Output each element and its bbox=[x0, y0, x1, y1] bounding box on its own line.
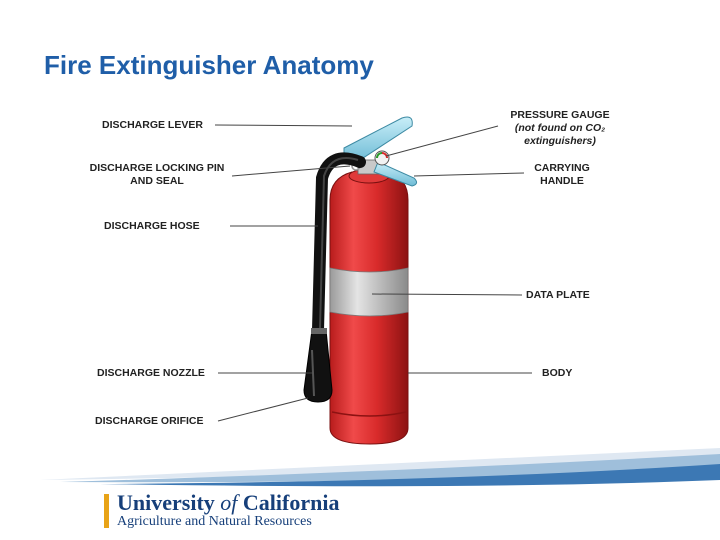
leader-data-plate bbox=[371, 293, 523, 296]
logo-line1: University of California bbox=[117, 490, 339, 516]
label-locking-pin-line1: DISCHARGE LOCKING PIN bbox=[89, 162, 225, 174]
label-gauge-note-line1: (not found on CO₂ bbox=[514, 122, 606, 134]
label-gauge-note-line2: extinguishers) bbox=[524, 135, 596, 147]
data-plate bbox=[329, 267, 409, 317]
label-discharge-hose: DISCHARGE HOSE bbox=[104, 220, 200, 232]
label-discharge-lever: DISCHARGE LEVER bbox=[102, 119, 203, 131]
cylinder-base-ring bbox=[331, 411, 407, 417]
leader-discharge-lever bbox=[214, 124, 353, 127]
footer-swoosh bbox=[40, 448, 720, 487]
label-locking-pin: DISCHARGE LOCKING PIN AND SEAL bbox=[80, 162, 234, 188]
label-data-plate: DATA PLATE bbox=[526, 289, 590, 301]
leader-discharge-orifice bbox=[217, 397, 309, 422]
label-carrying-line2: HANDLE bbox=[540, 175, 584, 187]
label-body: BODY bbox=[542, 367, 573, 379]
label-carrying-line1: CARRYING bbox=[534, 162, 590, 174]
leader-locking-pin bbox=[231, 165, 351, 177]
logo-bar bbox=[104, 494, 109, 528]
leader-carrying-handle bbox=[413, 172, 525, 177]
logo-university: University bbox=[117, 490, 221, 515]
discharge-nozzle bbox=[303, 329, 333, 403]
label-discharge-orifice: DISCHARGE ORIFICE bbox=[95, 415, 204, 427]
leader-pressure-gauge bbox=[385, 125, 499, 157]
label-pressure-gauge: PRESSURE GAUGE (not found on CO₂ extingu… bbox=[500, 109, 620, 148]
logo-line2: Agriculture and Natural Resources bbox=[117, 514, 312, 529]
carrying-handle bbox=[373, 161, 418, 187]
label-locking-pin-line2: AND SEAL bbox=[130, 175, 184, 187]
slide-title: Fire Extinguisher Anatomy bbox=[44, 50, 374, 80]
logo-california: California bbox=[237, 490, 340, 515]
label-carrying-handle: CARRYING HANDLE bbox=[524, 162, 600, 188]
label-pressure-gauge-line1: PRESSURE GAUGE bbox=[510, 109, 610, 121]
logo-of: of bbox=[220, 490, 238, 515]
label-discharge-nozzle: DISCHARGE NOZZLE bbox=[97, 367, 205, 379]
